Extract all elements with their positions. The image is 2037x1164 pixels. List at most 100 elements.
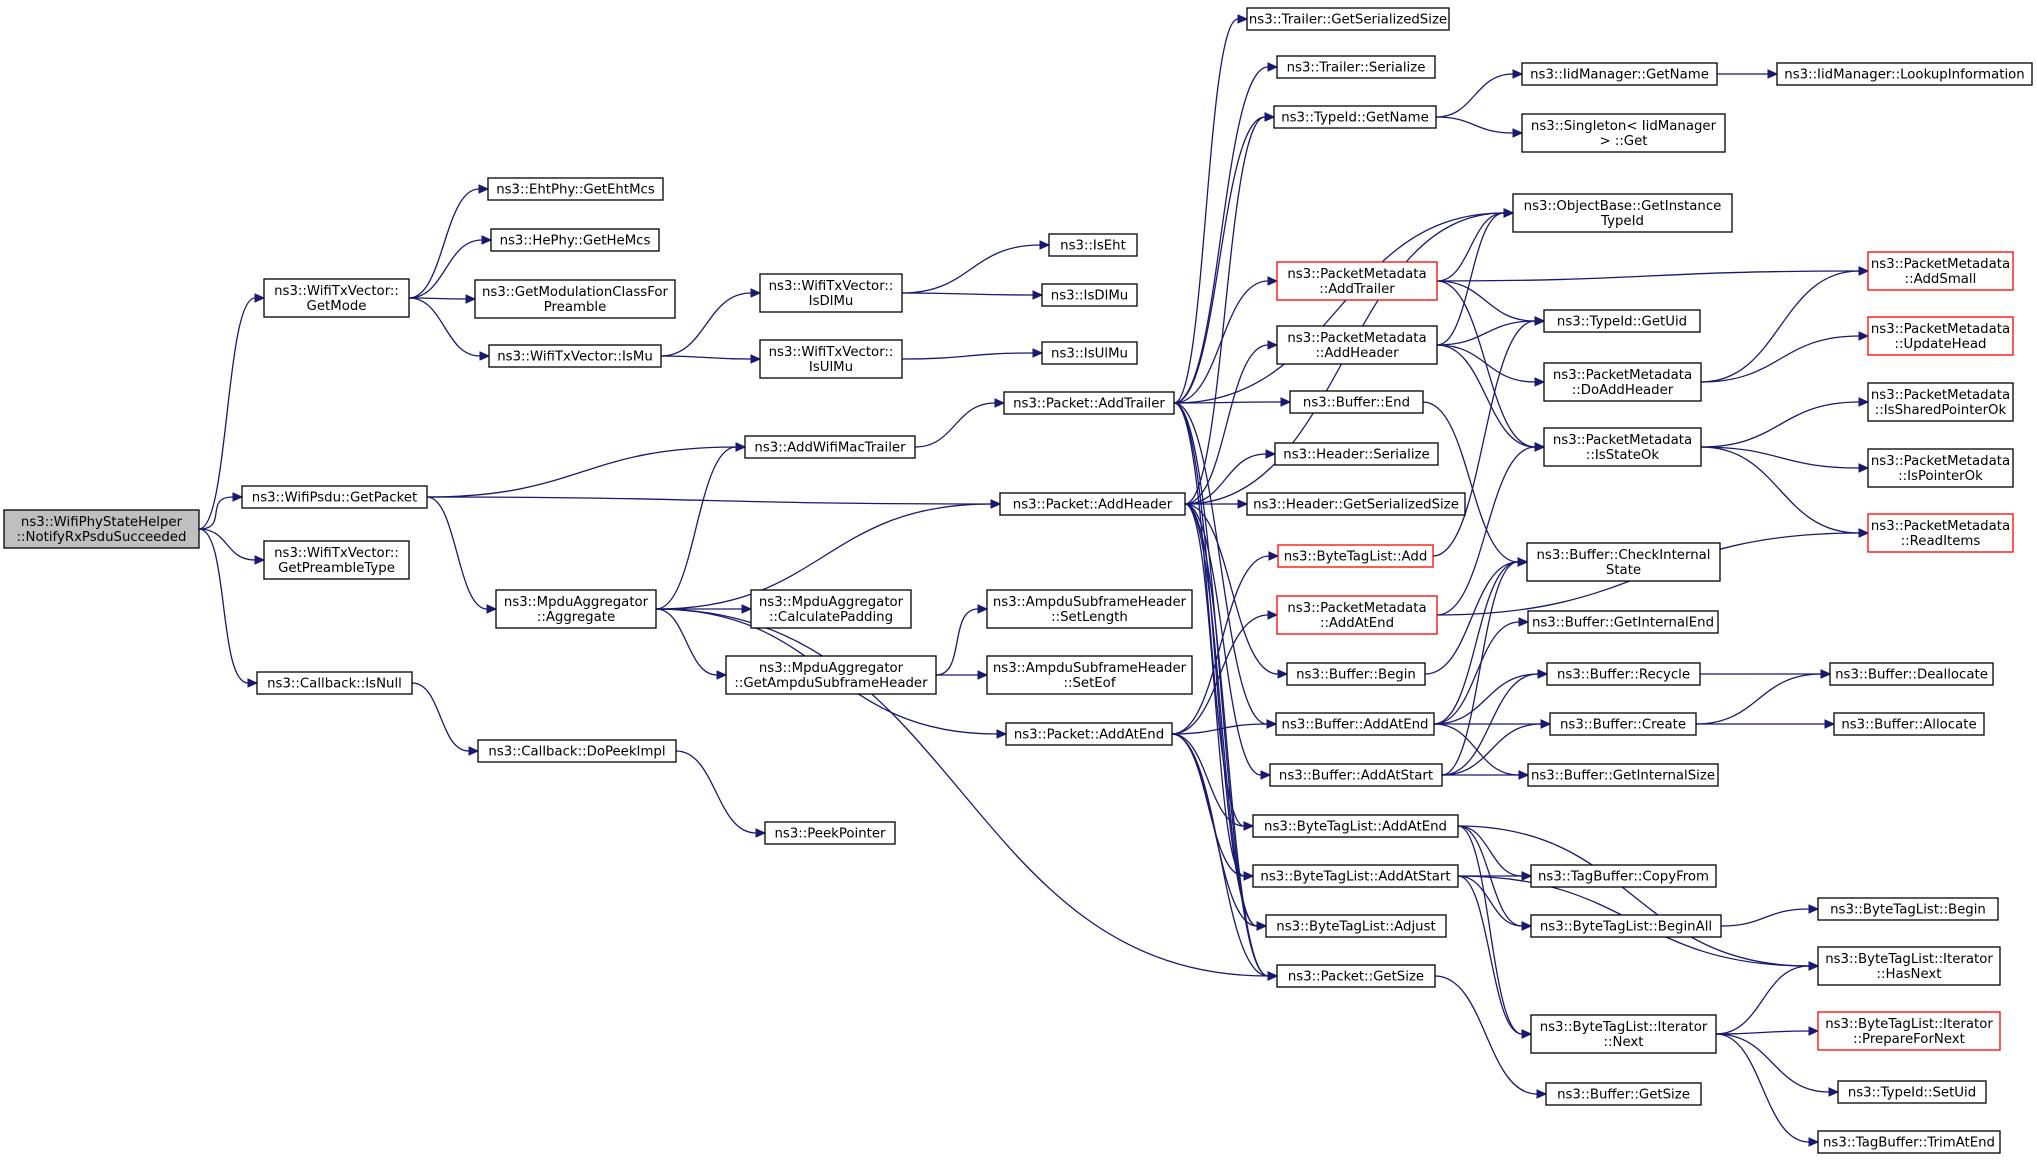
edge-iid_getname-to-iid_lookup — [1717, 69, 1779, 79]
node-label: Preamble — [544, 300, 607, 315]
node-pm-addsmall[interactable]: ns3::PacketMetadata::AddSmall — [1867, 251, 2014, 291]
node-box — [1530, 914, 1722, 938]
node-tid-setuid[interactable]: ns3::TypeId::SetUid — [1837, 1080, 1987, 1104]
node-label: ns3::IsEht — [1060, 239, 1126, 254]
node-buf-end[interactable]: ns3::Buffer::End — [1289, 390, 1424, 414]
node-label: ::HasNext — [1876, 967, 1941, 982]
node-pm-addtrailer[interactable]: ns3::PacketMetadata::AddTrailer — [1276, 261, 1438, 301]
node-isulmu2[interactable]: ns3::IsUlMu — [1041, 341, 1138, 365]
node-isdlmu[interactable]: ns3::WifiTxVector::IsDlMu — [759, 273, 903, 313]
node-box — [3, 509, 200, 549]
node-setlength[interactable]: ns3::AmpduSubframeHeader::SetLength — [986, 589, 1193, 629]
node-hdr-gss[interactable]: ns3::Header::GetSerializedSize — [1246, 492, 1466, 516]
node-ismu[interactable]: ns3::WifiTxVector::IsMu — [488, 344, 662, 368]
node-tid-getname[interactable]: ns3::TypeId::GetName — [1273, 105, 1437, 129]
node-pm-doaddheader[interactable]: ns3::PacketMetadata::DoAddHeader — [1543, 362, 1702, 402]
node-label: ns3::ByteTagList::Add — [1284, 550, 1428, 565]
node-box — [1289, 390, 1424, 414]
node-isdlmu2[interactable]: ns3::IsDlMu — [1041, 283, 1138, 307]
edge-pm_addtrailer-to-pm_addsmall — [1436, 266, 1870, 282]
node-addatend[interactable]: ns3::Packet::AddAtEnd — [1005, 722, 1173, 746]
node-addwifi[interactable]: ns3::AddWifiMacTrailer — [744, 435, 916, 459]
node-he[interactable]: ns3::HePhy::GetHeMcs — [490, 228, 660, 252]
node-addheader[interactable]: ns3::Packet::AddHeader — [999, 492, 1186, 516]
node-buf-recycle[interactable]: ns3::Buffer::Recycle — [1546, 662, 1701, 686]
node-pm-addheader[interactable]: ns3::PacketMetadata::AddHeader — [1276, 325, 1438, 365]
node-pkt-getsize[interactable]: ns3::Packet::GetSize — [1276, 964, 1436, 988]
node-hdr-ser[interactable]: ns3::Header::Serialize — [1274, 442, 1439, 466]
node-buf-create[interactable]: ns3::Buffer::Create — [1549, 712, 1697, 736]
node-label: ns3::MpduAggregator — [759, 595, 904, 610]
node-seteof[interactable]: ns3::AmpduSubframeHeader::SetEof — [986, 655, 1193, 695]
node-btl-begin[interactable]: ns3::ByteTagList::Begin — [1817, 897, 1999, 921]
node-label: ns3::Buffer::CheckInternal — [1536, 548, 1710, 563]
edge-buf_addatend-to-buf_getintsize — [1433, 723, 1530, 780]
node-calcpad[interactable]: ns3::MpduAggregator::CalculatePadding — [750, 589, 912, 629]
node-pm-readitems[interactable]: ns3::PacketMetadata::ReadItems — [1867, 513, 2014, 553]
node-box — [759, 339, 903, 379]
node-addtrailer[interactable]: ns3::Packet::AddTrailer — [1003, 391, 1175, 415]
edge-addatend-to-buf_addatend — [1171, 719, 1278, 735]
node-label: ns3::EhtPhy::GetEhtMcs — [496, 183, 655, 198]
node-eht[interactable]: ns3::EhtPhy::GetEhtMcs — [487, 177, 664, 201]
node-preamble[interactable]: ns3::WifiTxVector::GetPreambleType — [263, 540, 410, 580]
node-label: ::Aggregate — [537, 610, 615, 625]
node-pm-isstateok[interactable]: ns3::PacketMetadata::IsStateOk — [1543, 427, 1702, 467]
node-label: IsUlMu — [809, 360, 853, 375]
node-pm-isptr[interactable]: ns3::PacketMetadata::IsPointerOk — [1867, 448, 2014, 488]
node-box — [263, 540, 410, 580]
node-buf-dealloc[interactable]: ns3::Buffer::Deallocate — [1829, 662, 1994, 686]
node-label: ns3::IsDlMu — [1051, 289, 1128, 304]
node-getampdu[interactable]: ns3::MpduAggregator::GetAmpduSubframeHea… — [725, 655, 937, 695]
node-btl-addatstart[interactable]: ns3::ByteTagList::AddAtStart — [1252, 864, 1459, 888]
node-dopeek[interactable]: ns3::Callback::DoPeekImpl — [477, 739, 677, 763]
node-isnull[interactable]: ns3::Callback::IsNull — [256, 671, 413, 695]
node-pm-isshared[interactable]: ns3::PacketMetadata::IsSharedPointerOk — [1867, 382, 2014, 422]
node-label: ns3::HePhy::GetHeMcs — [500, 234, 651, 249]
node-pm-updatehead[interactable]: ns3::PacketMetadata::UpdateHead — [1867, 316, 2014, 356]
node-buf-getsize[interactable]: ns3::Buffer::GetSize — [1545, 1082, 1702, 1106]
node-getpacket[interactable]: ns3::WifiPsdu::GetPacket — [241, 485, 428, 509]
node-tb-copyfrom[interactable]: ns3::TagBuffer::CopyFrom — [1530, 864, 1717, 888]
edge-btl_iter_next-to-tb_trim — [1715, 1033, 1820, 1147]
node-isulmu[interactable]: ns3::WifiTxVector::IsUlMu — [759, 339, 903, 379]
node-btl-add[interactable]: ns3::ByteTagList::Add — [1277, 544, 1434, 568]
node-buf-begin[interactable]: ns3::Buffer::Begin — [1286, 662, 1426, 686]
node-box — [1521, 62, 1718, 86]
node-iid-lookup[interactable]: ns3::IidManager::LookupInformation — [1776, 62, 2033, 86]
node-peekptr[interactable]: ns3::PeekPointer — [764, 821, 896, 845]
node-buf-alloc[interactable]: ns3::Buffer::Allocate — [1833, 712, 1985, 736]
node-tid-getuid[interactable]: ns3::TypeId::GetUid — [1543, 309, 1701, 333]
node-getmode[interactable]: ns3::WifiTxVector::GetMode — [263, 278, 410, 318]
node-buf-getintsize[interactable]: ns3::Buffer::GetInternalSize — [1527, 763, 1719, 787]
node-label: ns3::Trailer::GetSerializedSize — [1249, 13, 1447, 28]
node-tb-trim[interactable]: ns3::TagBuffer::TrimAtEnd — [1817, 1130, 2001, 1154]
node-tr-gss[interactable]: ns3::Trailer::GetSerializedSize — [1246, 7, 1450, 31]
node-singleton[interactable]: ns3::Singleton< IidManager> ::Get — [1521, 113, 1726, 153]
node-label: State — [1606, 563, 1641, 578]
node-btl-beginall[interactable]: ns3::ByteTagList::BeginAll — [1530, 914, 1722, 938]
edge-getampdu-to-setlength — [935, 604, 989, 676]
node-aggregate[interactable]: ns3::MpduAggregator::Aggregate — [495, 589, 657, 629]
node-btl-iter-prep[interactable]: ns3::ByteTagList::Iterator::PrepareForNe… — [1817, 1011, 2001, 1051]
node-btl-addatend[interactable]: ns3::ByteTagList::AddAtEnd — [1252, 814, 1459, 838]
node-btl-adjust[interactable]: ns3::ByteTagList::Adjust — [1265, 914, 1447, 938]
node-box — [1246, 492, 1466, 516]
edge-addtrailer-to-tr_ser — [1173, 62, 1279, 404]
edge-addheader-to-buf_begin — [1184, 503, 1289, 679]
node-tr-ser[interactable]: ns3::Trailer::Serialize — [1276, 55, 1436, 79]
node-btl-iter-next[interactable]: ns3::ByteTagList::Iterator::Next — [1530, 1014, 1717, 1054]
edge-isdlmu-to-iseht — [901, 240, 1051, 294]
node-pm-addatend[interactable]: ns3::PacketMetadata::AddAtEnd — [1276, 595, 1438, 635]
node-buf-addatend[interactable]: ns3::Buffer::AddAtEnd — [1275, 712, 1435, 736]
node-iid-getname[interactable]: ns3::IidManager::GetName — [1521, 62, 1718, 86]
node-buf-getintend[interactable]: ns3::Buffer::GetInternalEnd — [1527, 610, 1719, 634]
edge-ismu-to-isulmu — [660, 354, 762, 364]
node-btl-iter-hasnext[interactable]: ns3::ByteTagList::Iterator::HasNext — [1817, 946, 2001, 986]
node-buf-addatstart[interactable]: ns3::Buffer::AddAtStart — [1269, 763, 1443, 787]
node-iseht[interactable]: ns3::IsEht — [1048, 233, 1138, 257]
edge-addheader-to-hdr_ser — [1184, 449, 1277, 505]
